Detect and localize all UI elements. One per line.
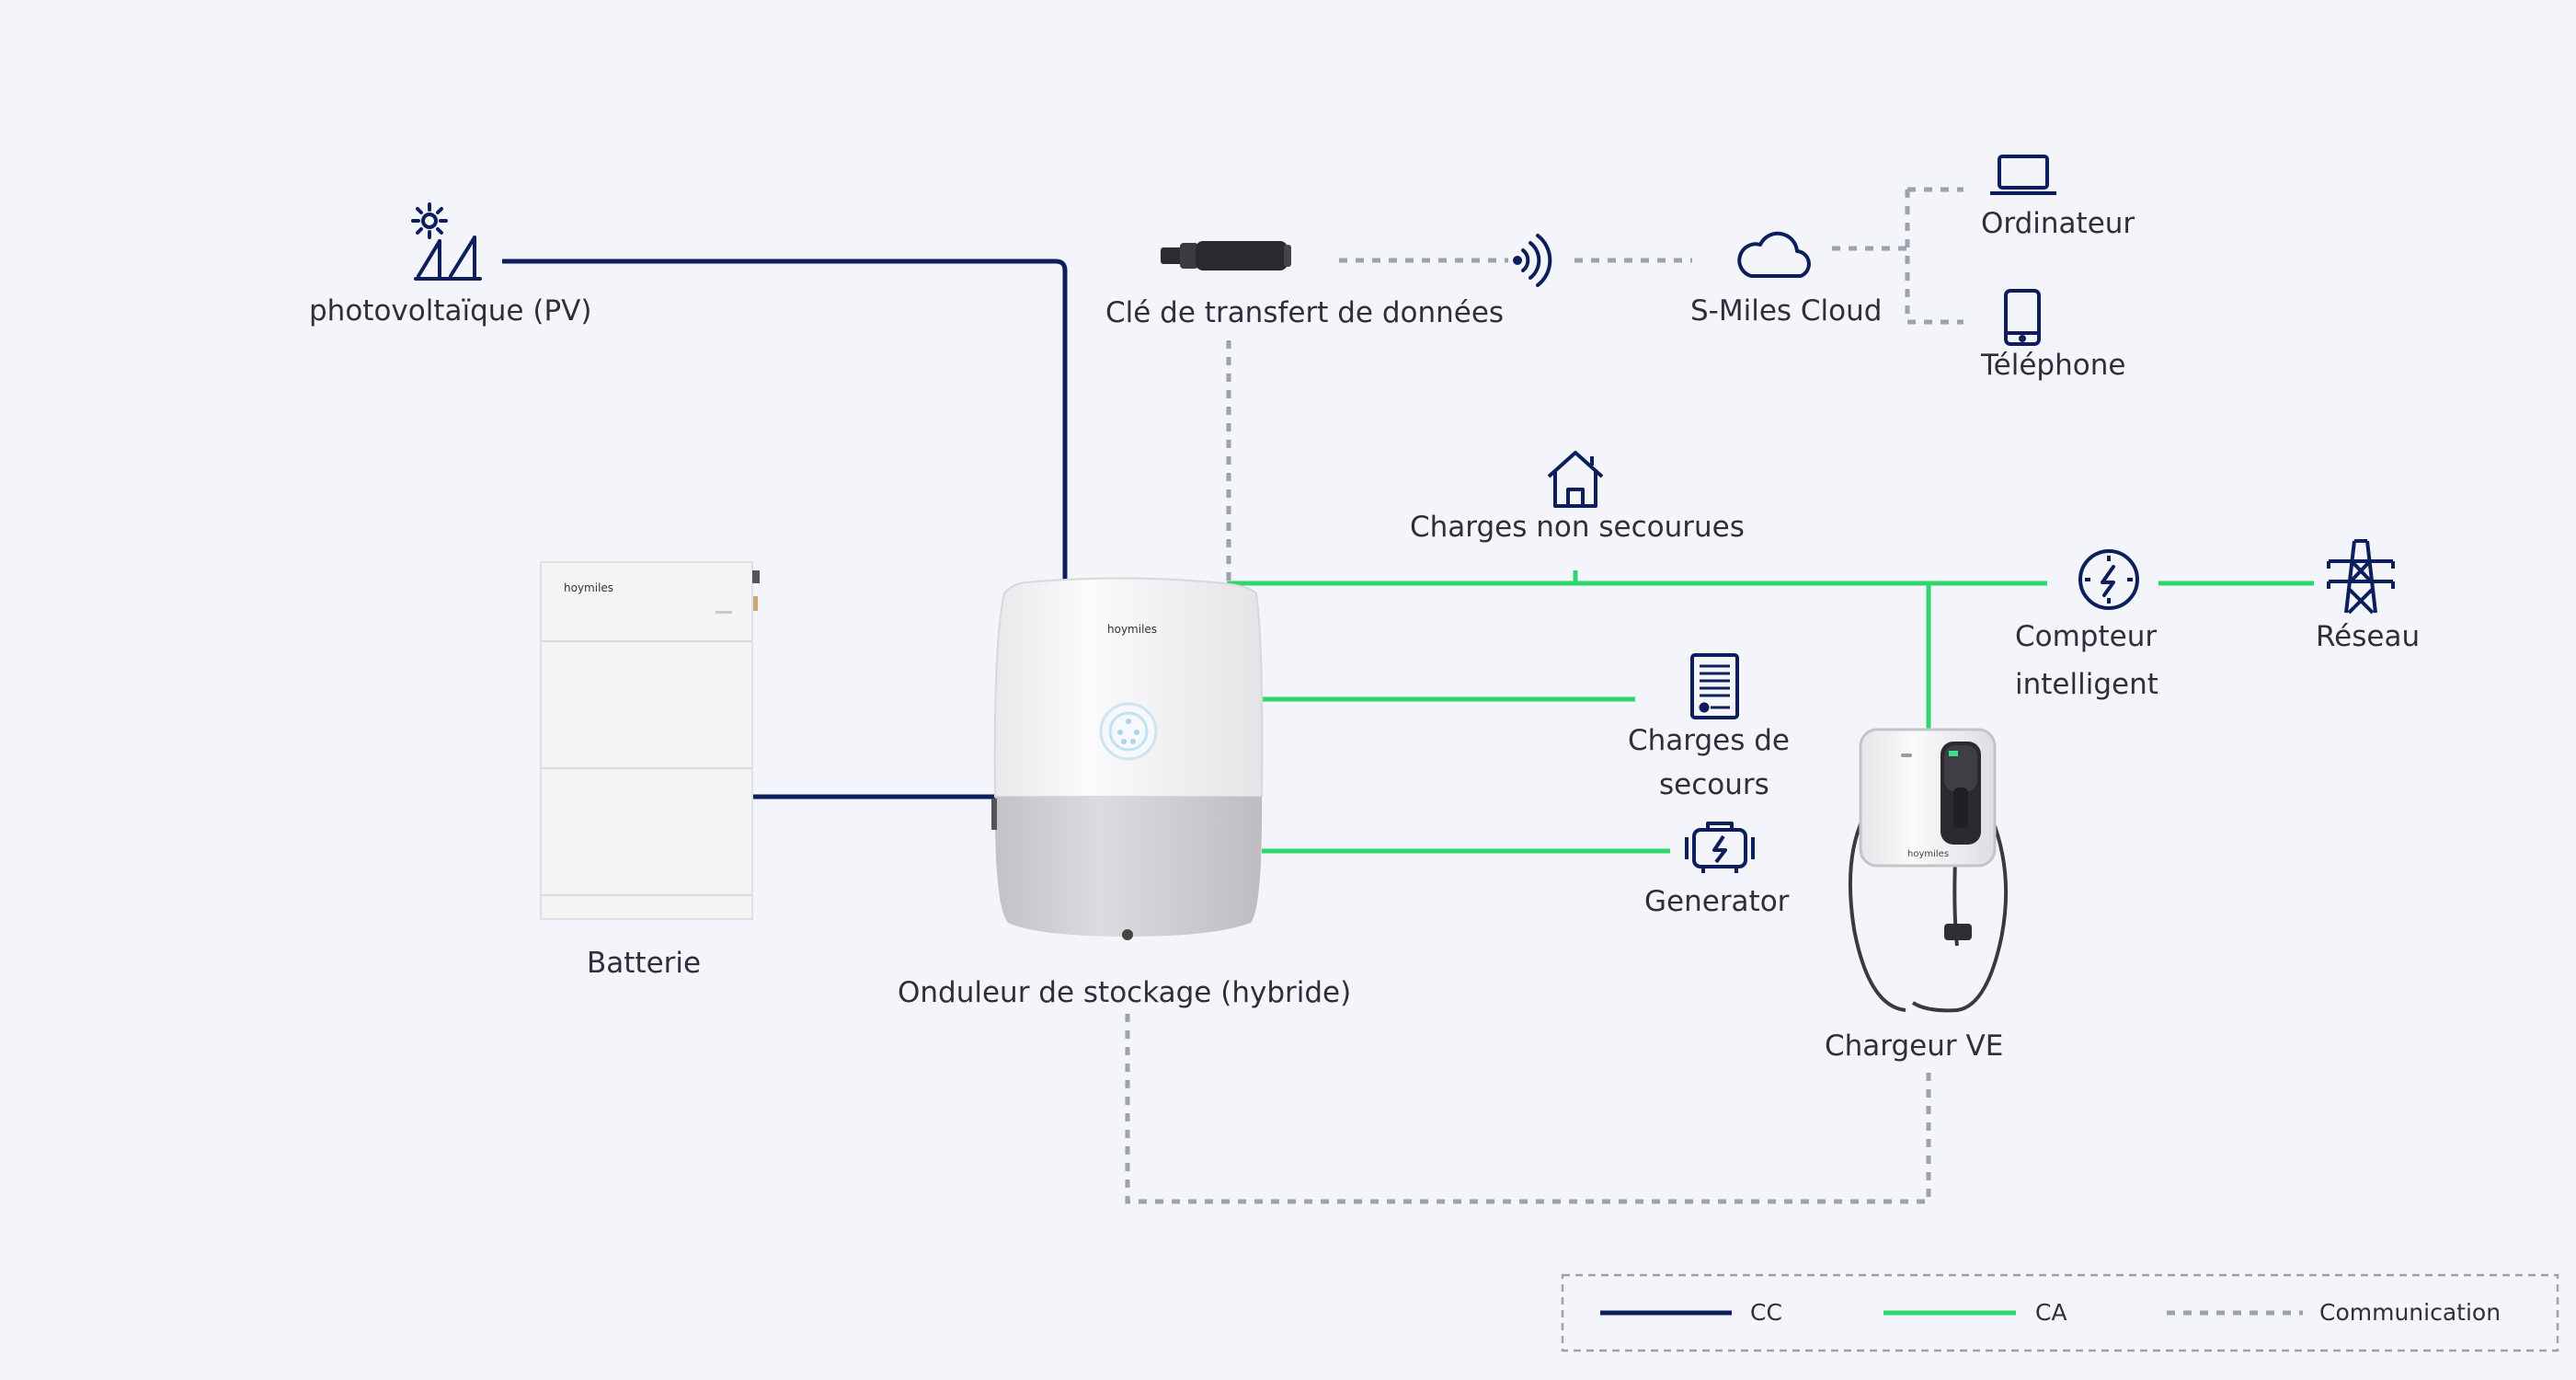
house-icon — [1547, 451, 1604, 508]
usb-dongle-icon — [1161, 241, 1291, 270]
label-backup-line1: Charges de — [1628, 724, 1790, 757]
inverter-brand-logo: hoymiles — [1107, 623, 1157, 636]
label-ev-charger: Chargeur VE — [1825, 1029, 2004, 1063]
backup-load-panel-icon — [1690, 653, 1739, 719]
ev-charger-brand-logo: hoymiles — [1907, 849, 1949, 859]
dc-line-pv-inverter — [502, 259, 1068, 589]
label-battery: Batterie — [587, 947, 702, 980]
label-generator: Generator — [1644, 885, 1790, 918]
comm-line-cloud-devices — [1832, 187, 1963, 325]
label-phone: Téléphone — [1981, 349, 2126, 382]
label-meter-line1: Compteur — [2015, 620, 2158, 653]
label-backup-line2: secours — [1659, 768, 1769, 801]
power-pylon-icon — [2327, 539, 2395, 615]
smartphone-icon — [2004, 289, 2041, 346]
comm-line-inverter-ev — [1125, 1014, 1931, 1204]
label-dongle: Clé de transfert de données — [1105, 296, 1505, 329]
cloud-icon — [1737, 231, 1811, 278]
laptop-icon — [1990, 155, 2056, 195]
legend-dc-label: CC — [1750, 1299, 1782, 1326]
solar-panel-icon — [411, 202, 482, 281]
hybrid-inverter-unit: hoymiles — [991, 577, 1264, 940]
label-computer: Ordinateur — [1981, 207, 2135, 240]
label-meter-line2: intelligent — [2015, 668, 2158, 701]
generator-icon — [1685, 822, 1755, 873]
label-grid: Réseau — [2316, 620, 2421, 653]
legend-ac-label: CA — [2035, 1299, 2067, 1326]
label-inverter: Onduleur de stockage (hybride) — [898, 976, 1352, 1009]
ev-charger-unit: hoymiles — [1848, 728, 2009, 1013]
label-pv: photovoltaïque (PV) — [309, 294, 592, 328]
smart-meter-icon — [2078, 549, 2139, 610]
battery-unit: hoymiles — [540, 561, 760, 920]
battery-brand-logo: hoymiles — [564, 581, 613, 594]
legend — [1561, 1273, 2559, 1352]
label-non-backup-loads: Charges non secourues — [1410, 511, 1745, 544]
wireless-signal-icon — [1513, 234, 1552, 287]
legend-comm-label: Communication — [2319, 1299, 2502, 1326]
label-cloud: S-Miles Cloud — [1690, 294, 1883, 328]
